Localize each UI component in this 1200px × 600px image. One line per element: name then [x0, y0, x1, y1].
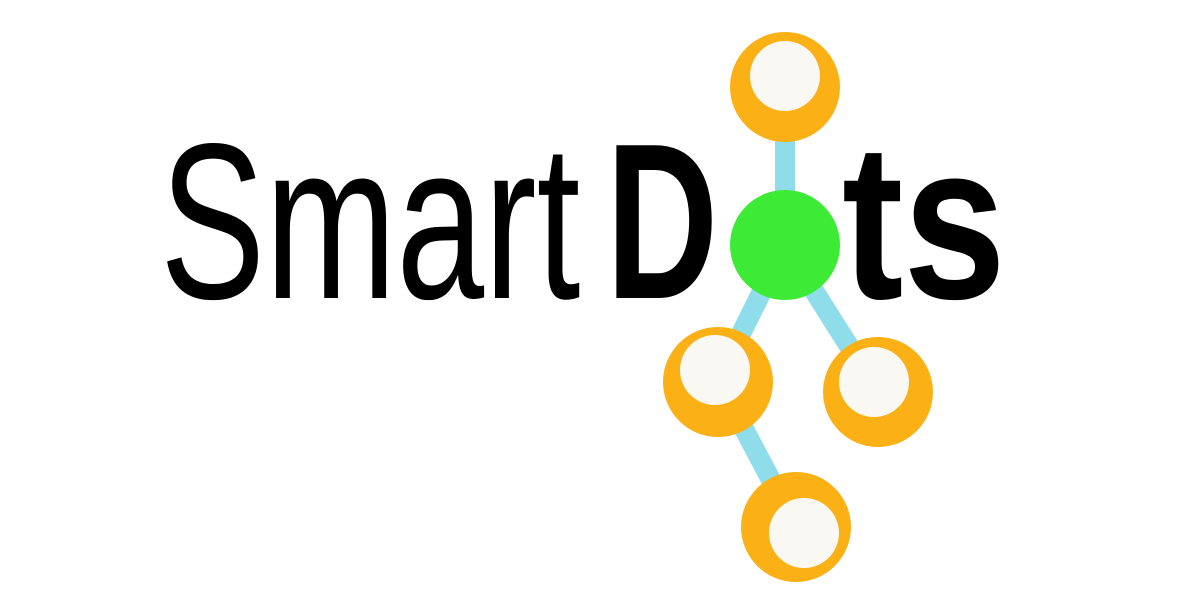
logo-letters-ts: ts [842, 98, 1006, 346]
center-dot-icon [730, 190, 840, 300]
logo-letter-d: D [606, 98, 718, 346]
logo-word-smart: Smart [160, 97, 580, 345]
node-dot-top-icon [730, 32, 840, 142]
node-dot-left-icon [663, 327, 773, 437]
node-dot-bottom-icon [741, 472, 851, 582]
node-dot-right-icon [823, 337, 933, 447]
